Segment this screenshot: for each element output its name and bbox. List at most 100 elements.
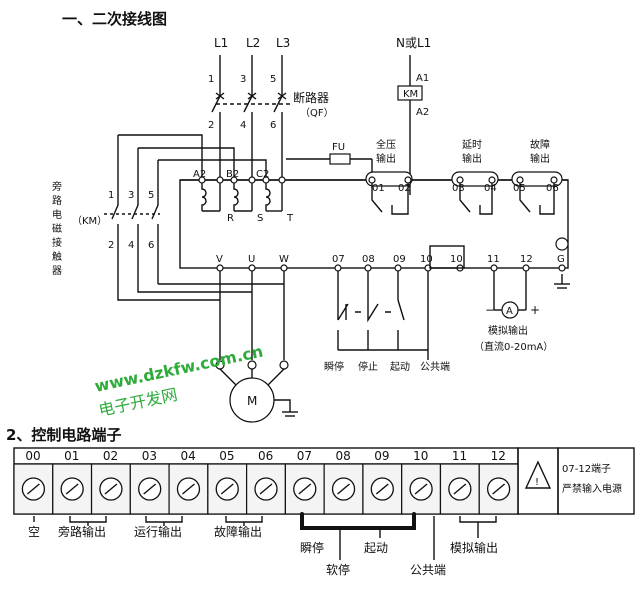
screw-slot xyxy=(26,483,40,495)
svg-text:起动: 起动 xyxy=(364,541,388,555)
screw-slot xyxy=(259,483,273,495)
svg-text:G: G xyxy=(557,254,565,265)
phase-l3-label: L3 xyxy=(276,36,290,50)
strip-terminal-number: 08 xyxy=(336,449,351,463)
screw-slot xyxy=(492,483,506,495)
svg-text:输出: 输出 xyxy=(462,152,482,165)
strip-terminal-number: 04 xyxy=(180,449,195,463)
svg-text:6: 6 xyxy=(270,120,276,131)
svg-text:旁: 旁 xyxy=(52,180,62,193)
screw-slot xyxy=(337,483,350,495)
svg-text:3: 3 xyxy=(128,190,134,201)
svg-text:4: 4 xyxy=(240,120,246,131)
strip-cell xyxy=(52,463,93,515)
svg-text:11: 11 xyxy=(487,254,500,265)
svg-text:S: S xyxy=(257,213,263,224)
strip-terminal-number: 10 xyxy=(413,449,428,463)
svg-text:2: 2 xyxy=(108,240,114,251)
svg-text:V: V xyxy=(216,254,223,265)
breaker-terminal-numbers: 1 3 5 2 4 6 xyxy=(208,74,276,131)
svg-text:公共端: 公共端 xyxy=(420,360,450,373)
strip-terminal-number: 06 xyxy=(258,449,273,463)
bottom-terminals: V U W 07 08 09 10 10 11 12 G xyxy=(216,237,570,289)
screw-slot xyxy=(65,483,79,495)
warning-icon xyxy=(524,460,552,489)
svg-text:01: 01 xyxy=(372,183,385,194)
coil-a1-label: A1 xyxy=(416,73,429,84)
strip-terminal-number: 01 xyxy=(64,449,79,463)
svg-text:C2: C2 xyxy=(256,169,269,180)
svg-text:（KM）: （KM） xyxy=(72,215,107,227)
km-box-label: KM xyxy=(403,89,418,100)
svg-text:模拟输出: 模拟输出 xyxy=(450,540,498,555)
svg-text:电: 电 xyxy=(52,208,62,221)
svg-text:10: 10 xyxy=(420,254,433,265)
svg-text:W: W xyxy=(279,254,289,265)
svg-text:瞬停: 瞬停 xyxy=(324,360,344,373)
svg-text:3: 3 xyxy=(240,74,246,85)
svg-text:A: A xyxy=(506,306,513,317)
breaker-label: 断路器 xyxy=(293,90,329,105)
svg-text:软停: 软停 xyxy=(326,562,350,577)
svg-text:故障输出: 故障输出 xyxy=(214,524,262,539)
svg-text:路: 路 xyxy=(52,194,62,207)
svg-text:B2: B2 xyxy=(226,169,239,180)
svg-text:故障: 故障 xyxy=(530,138,550,151)
svg-text:5: 5 xyxy=(148,190,154,201)
screw-slot xyxy=(143,483,157,495)
svg-text:接: 接 xyxy=(52,236,62,249)
svg-text:06: 06 xyxy=(546,183,559,194)
screw-slot xyxy=(220,483,234,495)
svg-text:A2: A2 xyxy=(193,169,206,180)
svg-text:输出: 输出 xyxy=(530,152,550,165)
svg-text:U: U xyxy=(248,254,255,265)
svg-text:03: 03 xyxy=(452,183,465,194)
svg-text:M: M xyxy=(247,394,257,408)
svg-text:器: 器 xyxy=(52,265,62,277)
screw-slot xyxy=(414,483,428,495)
svg-text:延时: 延时 xyxy=(462,139,482,151)
strip-terminal-number: 00 xyxy=(25,449,40,463)
svg-text:磁: 磁 xyxy=(52,222,62,235)
supply-wires xyxy=(211,55,290,180)
svg-text:触: 触 xyxy=(52,250,62,263)
svg-text:5: 5 xyxy=(270,74,276,85)
svg-text:T: T xyxy=(286,213,294,224)
phase-l1-label: L1 xyxy=(214,36,228,50)
control-switches: 瞬停 停止 起动 公共端 xyxy=(324,271,450,373)
svg-text:运行输出: 运行输出 xyxy=(134,524,182,539)
strip-terminal-number: 09 xyxy=(374,449,389,463)
strip-terminal-number: 05 xyxy=(219,449,234,463)
strip-terminal-number: 11 xyxy=(452,449,467,463)
svg-text:R: R xyxy=(227,213,234,224)
svg-text:!: ! xyxy=(535,477,539,488)
power-terminals: A2 B2 C2 R S T xyxy=(193,169,294,224)
phase-labels: L1 L2 L3 N或L1 xyxy=(214,36,431,50)
svg-text:4: 4 xyxy=(128,240,134,251)
svg-text:输出: 输出 xyxy=(376,152,396,165)
breaker-code: （QF） xyxy=(300,107,334,119)
svg-text:旁路输出: 旁路输出 xyxy=(58,524,106,539)
svg-text:07-12端子: 07-12端子 xyxy=(562,462,611,475)
svg-text:09: 09 xyxy=(393,254,406,265)
svg-text:全压: 全压 xyxy=(376,138,396,151)
svg-text:07: 07 xyxy=(332,254,345,265)
strip-labels: 空 旁路输出 运行输出 故障输出 瞬停 起动 软停 公共端 模拟输出 xyxy=(28,512,498,577)
svg-text:模拟输出: 模拟输出 xyxy=(488,324,528,337)
svg-text:08: 08 xyxy=(362,254,375,265)
svg-text:−: − xyxy=(485,303,495,317)
control-supply-label: N或L1 xyxy=(396,36,431,50)
fuse: FU xyxy=(286,142,373,180)
strip-terminal-number: 02 xyxy=(103,449,118,463)
motor: M xyxy=(215,271,298,423)
strip-cell xyxy=(401,463,442,515)
ground-icon xyxy=(555,237,569,251)
bypass-contactor: 旁 路 电 磁 接 触 器 （KM） 1 3 5 2 4 6 xyxy=(52,134,284,301)
analog-output: A − + 模拟输出 （直流0-20mA） xyxy=(474,271,553,353)
svg-text:12: 12 xyxy=(520,254,533,265)
svg-text:公共端: 公共端 xyxy=(410,563,446,577)
screw-slot xyxy=(375,483,389,495)
strip-terminal-number: 07 xyxy=(297,449,312,463)
svg-text:1: 1 xyxy=(108,190,114,201)
